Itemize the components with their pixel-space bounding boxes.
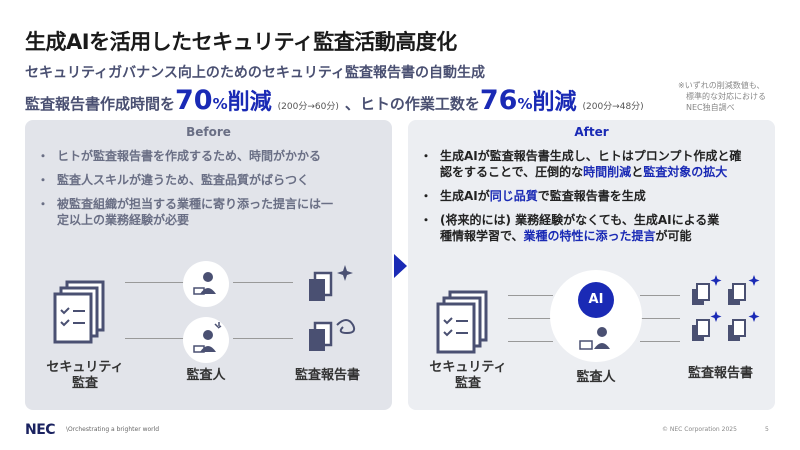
after-heading: After xyxy=(574,125,609,139)
kpi-cut-1: 削減 xyxy=(227,90,272,115)
kpi-text-2: 、ヒトの作業工数を xyxy=(344,95,480,113)
after-panel: After 生成AIが監査報告書生成し、ヒトはプロンプト作成と確認をすることで、… xyxy=(408,120,775,410)
security-audit-label: セキュリティ監査 xyxy=(418,360,518,392)
reports-sparkle-icon xyxy=(692,275,760,341)
text: 生成AIが監査報告書生成し、ヒトはプロンプト作成と確認をすることで、圧倒的な xyxy=(440,149,742,179)
list-item: (将来的には) 業務経験がなくても、生成AIによる業種情報学習で、業種の特性に添… xyxy=(420,212,730,244)
nec-logo: NEC xyxy=(25,422,56,438)
auditor-icon xyxy=(183,261,229,307)
label-line: 監査 xyxy=(71,376,98,391)
list-item: ヒトが監査報告書を作成するため、時間がかかる xyxy=(37,148,382,164)
kpi-line: 監査報告書作成時間を 70%削減 (200分→60分) 、ヒトの作業工数を 76… xyxy=(25,84,650,116)
kpi-pct-2: % xyxy=(517,95,533,113)
footer-tagline: \Orchestrating a brighter world xyxy=(66,426,160,433)
text: (将来的には) 業務経験がなくても、生成AIによる業種情報学習で、 xyxy=(440,213,720,243)
text: で監査報告書を生成 xyxy=(537,189,646,203)
highlight: 同じ品質 xyxy=(489,189,538,203)
list-item: 被監査組織が担当する業種に寄り添った提言には一定以上の業務経験が必要 xyxy=(37,196,337,228)
copyright: © NEC Corporation 2025 xyxy=(662,426,737,433)
kpi-text-1: 監査報告書作成時間を xyxy=(25,95,176,113)
report-label: 監査報告書 xyxy=(687,366,753,381)
note-line: NEC独自調べ xyxy=(686,103,735,112)
highlight: 監査対象の拡大 xyxy=(643,165,728,179)
kpi-cut-2: 削減 xyxy=(532,90,577,115)
note-line: 標準的な対応における xyxy=(686,92,766,101)
ai-badge: AI xyxy=(578,282,614,318)
auditor-label: 監査人 xyxy=(576,370,616,385)
report-sparkle-icon xyxy=(309,265,353,301)
kpi-paren-2: (200分→48分) xyxy=(582,102,644,112)
text: 生成AIが xyxy=(440,189,490,203)
highlight: 時間削減 xyxy=(583,165,632,179)
after-list: 生成AIが監査報告書生成し、ヒトはプロンプト作成と確認をすることで、圧倒的な時間… xyxy=(420,148,765,252)
kpi-value-2: 76 xyxy=(479,85,518,116)
footnote: ※いずれの削減数値も、 標準的な対応における NEC独自調べ xyxy=(678,80,766,113)
note-line: ※いずれの削減数値も、 xyxy=(678,81,765,90)
auditor-confused-icon xyxy=(183,317,229,363)
auditor-label: 監査人 xyxy=(186,368,226,383)
page-title: 生成AIを活用したセキュリティ監査活動高度化 xyxy=(25,30,457,54)
arrow-right-icon xyxy=(394,254,407,278)
text: と xyxy=(631,165,644,179)
before-heading: Before xyxy=(186,125,231,139)
documents-icon xyxy=(436,290,488,354)
text: が可能 xyxy=(655,229,692,243)
list-item: 生成AIが監査報告書生成し、ヒトはプロンプト作成と確認をすることで、圧倒的な時間… xyxy=(420,148,750,180)
kpi-pct-1: % xyxy=(212,95,228,113)
auditor-icon xyxy=(579,327,610,350)
before-panel: Before ヒトが監査報告書を作成するため、時間がかかる 監査人スキルが違うた… xyxy=(25,120,392,410)
list-item: 監査人スキルが違うため、監査品質がばらつく xyxy=(37,172,382,188)
label-line: セキュリティ xyxy=(46,360,124,375)
list-item: 生成AIが同じ品質で監査報告書を生成 xyxy=(420,188,765,204)
before-list: ヒトが監査報告書を作成するため、時間がかかる 監査人スキルが違うため、監査品質が… xyxy=(37,148,382,236)
page-subtitle: セキュリティガバナンス向上のためのセキュリティ監査報告書の自動生成 xyxy=(25,65,486,81)
kpi-paren-1: (200分→60分) xyxy=(277,102,339,112)
highlight: 業種の特性に添った提言 xyxy=(523,229,656,243)
documents-icon xyxy=(53,280,105,344)
kpi-value-1: 70 xyxy=(175,85,213,116)
page-number: 5 xyxy=(765,426,769,433)
security-audit-label: セキュリティ監査 xyxy=(35,360,135,392)
report-label: 監査報告書 xyxy=(294,368,360,383)
report-messy-icon xyxy=(309,319,356,351)
label-line: セキュリティ xyxy=(429,360,507,375)
label-line: 監査 xyxy=(454,376,481,391)
